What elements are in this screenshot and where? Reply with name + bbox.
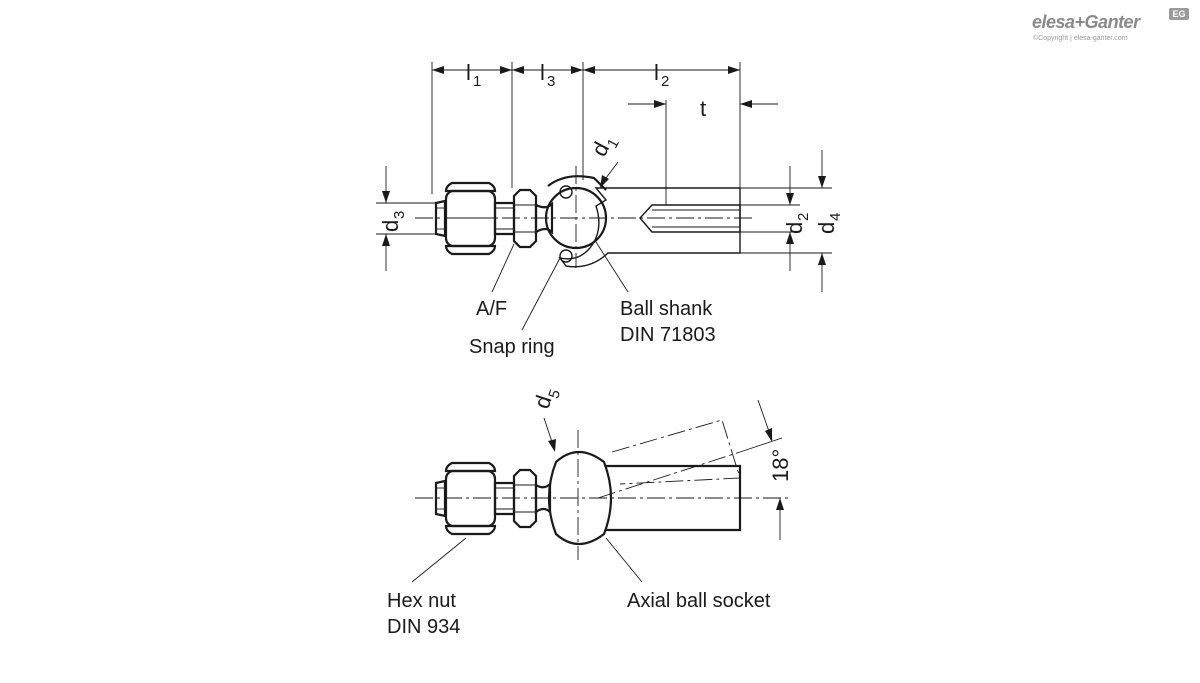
bottom-ball <box>547 450 613 546</box>
top-leaders <box>491 241 629 331</box>
top-socket-lip <box>547 175 607 191</box>
dim-l2: l <box>654 60 659 85</box>
dim-d3: d <box>378 220 403 232</box>
dim-l1-sub: 1 <box>473 73 481 90</box>
dim-l3: l <box>540 60 545 85</box>
top-threaded-stud <box>434 199 447 238</box>
top-neck <box>534 201 554 235</box>
label-hex-nut-2: DIN 934 <box>387 616 460 638</box>
top-dimensions <box>376 62 832 292</box>
label-snap-ring: Snap ring <box>469 336 555 358</box>
dim-d3-sub: 3 <box>391 211 408 219</box>
top-socket-housing <box>558 187 741 268</box>
top-view <box>415 166 752 268</box>
snap-ring-top <box>559 185 573 199</box>
top-collar <box>512 188 538 249</box>
dim-d2-sub: 2 <box>795 213 812 221</box>
top-socket-bore <box>639 204 741 233</box>
dim-angle: 18° <box>768 449 793 482</box>
brand-logo: elesa+Ganter EG ©Copyright | elesa-gante… <box>1032 8 1192 48</box>
label-af: A/F <box>476 298 507 320</box>
dim-l1: l <box>466 60 471 85</box>
label-hex-nut-1: Hex nut <box>387 590 456 612</box>
bottom-collar <box>512 468 538 529</box>
bottom-dimensions <box>543 399 784 540</box>
bottom-hex-nut <box>444 461 497 536</box>
dim-l2-sub: 2 <box>661 73 669 90</box>
dim-d2: d <box>782 222 807 234</box>
dim-d4: d <box>814 222 839 234</box>
dim-l3-sub: 3 <box>547 73 555 90</box>
brand-copyright: ©Copyright | elesa-ganter.com <box>1033 35 1128 42</box>
top-thread-segment <box>493 201 516 236</box>
brand-name: elesa+Ganter <box>1032 12 1140 32</box>
top-hex-nut <box>444 181 497 256</box>
label-axial-ball-socket: Axial ball socket <box>627 590 771 612</box>
bottom-socket-body <box>606 464 742 532</box>
brand-badge: EG <box>1169 8 1189 20</box>
bottom-view <box>415 419 790 560</box>
dim-t: t <box>700 96 706 121</box>
label-ball-shank-1: Ball shank <box>620 298 713 320</box>
label-ball-shank-2: DIN 71803 <box>620 324 716 346</box>
dim-d4-sub: 4 <box>827 213 844 221</box>
snap-ring-bottom <box>559 249 573 263</box>
